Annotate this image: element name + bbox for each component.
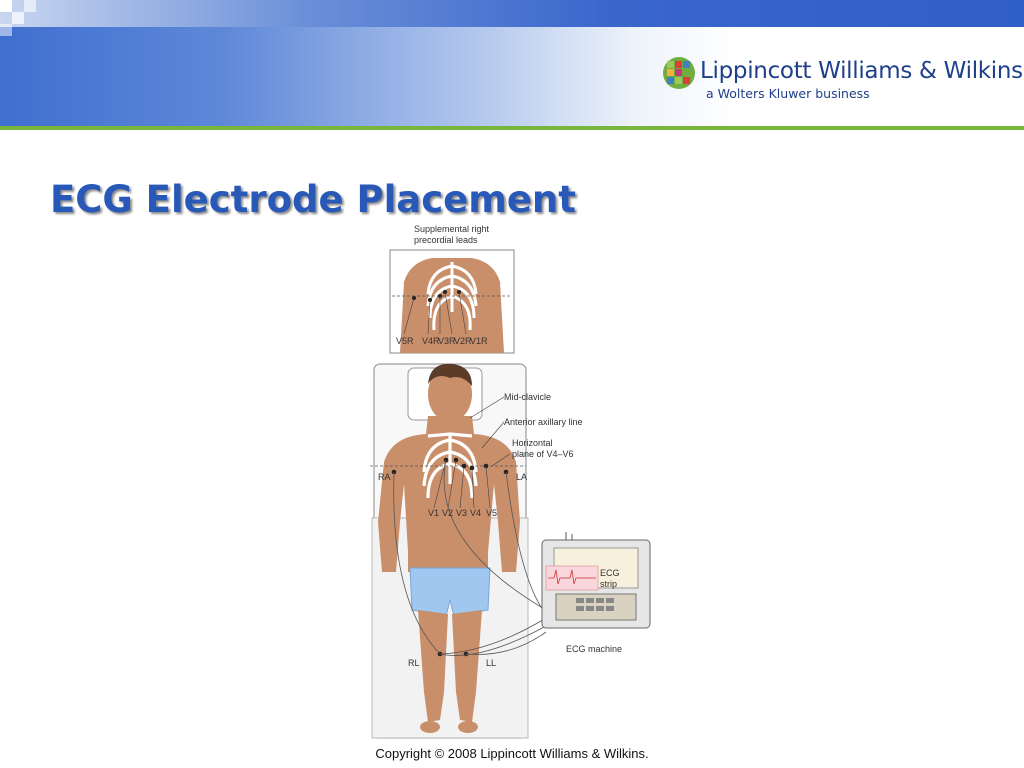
logo-name: Lippincott Williams & Wilkins (700, 58, 1023, 84)
lead-label-v4r: V4R (422, 336, 440, 346)
label-rl: RL (408, 658, 420, 668)
lead-label-v5r: V5R (396, 336, 414, 346)
label-v1: V1 (428, 508, 440, 518)
corner-square (0, 0, 12, 12)
logo-mark-icon (663, 57, 695, 89)
label-ll: LL (486, 658, 497, 668)
ecg-illustration (370, 249, 651, 739)
copyright-notice: Copyright © 2008 Lippincott Williams & W… (375, 746, 649, 761)
corner-square (12, 12, 24, 24)
label-ecg-strip-2: strip (600, 579, 618, 589)
label-v5: V5 (486, 508, 498, 518)
lead-label-v2r: V2R (454, 336, 472, 346)
inset-caption-line2: precordial leads (414, 235, 478, 245)
lead-label-v3r: V3R (438, 336, 456, 346)
label-v2: V2 (442, 508, 454, 518)
inset-caption-line1: Supplemental right (414, 224, 490, 234)
label-v3: V3 (456, 508, 468, 518)
header-top-strip (0, 0, 1024, 27)
ecg-machine (541, 532, 651, 629)
corner-square (24, 0, 36, 12)
label-la: LA (516, 472, 528, 482)
label-horizontal-line2: plane of V4–V6 (512, 449, 574, 459)
patient-body (370, 363, 547, 733)
label-anterior-axillary: Anterior axillary line (504, 417, 583, 427)
logo-tagline: a Wolters Kluwer business (706, 86, 870, 101)
slide-title: ECG Electrode Placement (50, 178, 576, 221)
header-divider (0, 126, 1024, 130)
label-horizontal-line1: Horizontal (512, 438, 553, 448)
ecg-figure: Supplemental right precordial leads V5R … (370, 222, 660, 742)
label-ecg-strip-1: ECG (600, 568, 620, 578)
lead-label-v1r: V1R (470, 336, 488, 346)
publisher-logo: Lippincott Williams & Wilkins a Wolters … (662, 54, 1023, 104)
label-v4: V4 (470, 508, 482, 518)
corner-square (0, 24, 12, 36)
label-ecg-machine: ECG machine (566, 644, 623, 654)
label-mid-clavicle: Mid-clavicle (504, 392, 552, 402)
label-ra: RA (378, 472, 391, 482)
inset-torso (389, 249, 515, 354)
